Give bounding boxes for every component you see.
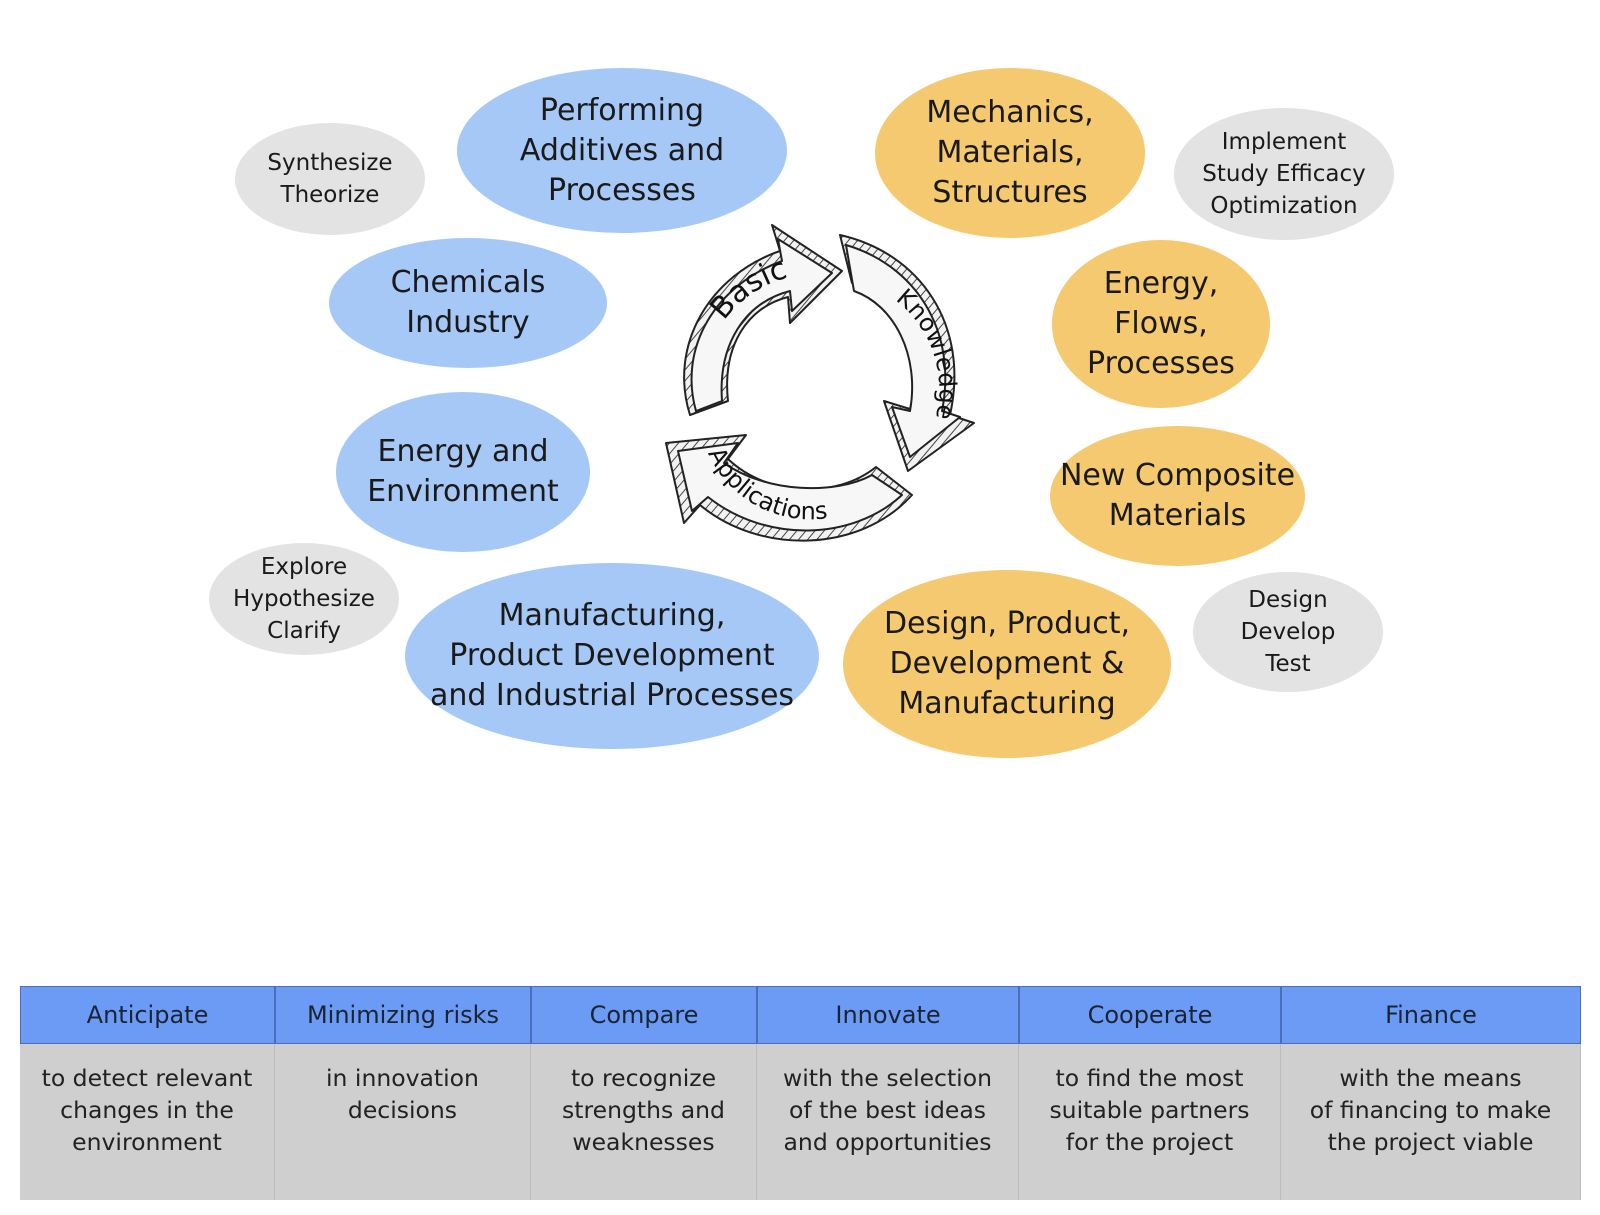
table-column-innovate: Innovate with the selection of the best … [757, 986, 1019, 1200]
activity-design-develop: Design Develop Test [1193, 572, 1383, 692]
column-header: Cooperate [1019, 986, 1281, 1044]
column-header: Innovate [757, 986, 1019, 1044]
topic-energy-environment: Energy and Environment [336, 392, 590, 552]
column-header: Finance [1281, 986, 1581, 1044]
innovation-table: Anticipate to detect relevant changes in… [20, 986, 1581, 1200]
topic-new-composite: New Composite Materials [1050, 426, 1305, 566]
activity-synthesize: Synthesize Theorize [235, 123, 425, 235]
arrow-basic [683, 224, 843, 416]
column-header: Minimizing risks [275, 986, 531, 1044]
topic-mechanics-materials: Mechanics, Materials, Structures [875, 68, 1145, 238]
table-column-compare: Compare to recognize strengths and weakn… [531, 986, 757, 1200]
column-body: to recognize strengths and weaknesses [531, 1044, 757, 1200]
column-header: Anticipate [20, 986, 275, 1044]
table-column-anticipate: Anticipate to detect relevant changes in… [20, 986, 275, 1200]
table-column-finance: Finance with the means of financing to m… [1281, 986, 1581, 1200]
table-column-cooperate: Cooperate to find the most suitable part… [1019, 986, 1281, 1200]
activity-implement: Implement Study Efficacy Optimization [1174, 108, 1394, 240]
column-body: with the selection of the best ideas and… [757, 1044, 1019, 1200]
table-column-minimizing-risks: Minimizing risks in innovation decisions [275, 986, 531, 1200]
topic-manufacturing: Manufacturing, Product Development and I… [405, 563, 819, 749]
column-body: in innovation decisions [275, 1044, 531, 1200]
topic-performing-additives: Performing Additives and Processes [457, 68, 787, 233]
column-body: to detect relevant changes in the enviro… [20, 1044, 275, 1200]
activity-explore: Explore Hypothesize Clarify [209, 543, 399, 655]
column-body: to find the most suitable partners for t… [1019, 1044, 1281, 1200]
cycle-diagram: Basic Knowledge Applications [665, 224, 975, 542]
topic-design-product: Design, Product, Development & Manufactu… [843, 570, 1171, 758]
column-body: with the means of financing to make the … [1281, 1044, 1581, 1200]
arrow-knowledge [839, 234, 975, 472]
topic-energy-flows: Energy, Flows, Processes [1052, 240, 1270, 408]
arrow-applications [665, 434, 913, 542]
topic-chemicals-industry: Chemicals Industry [329, 238, 607, 368]
column-header: Compare [531, 986, 757, 1044]
